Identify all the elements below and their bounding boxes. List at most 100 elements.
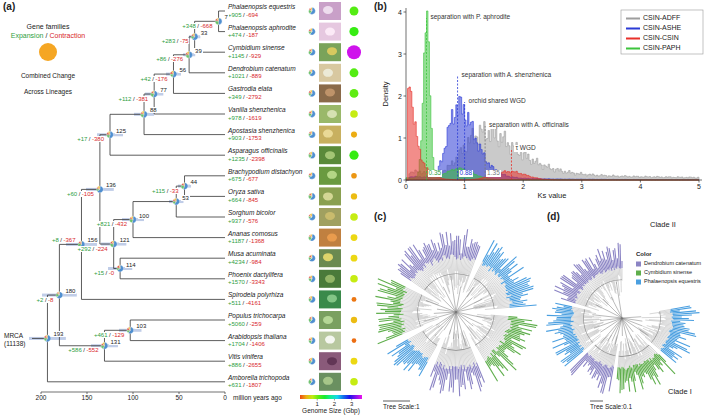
node-change: -276 <box>171 56 183 62</box>
species-name-group: Dendrobium catenatum <box>228 66 296 73</box>
tree-branch <box>561 298 576 303</box>
node-change-group: +821/-432 <box>96 221 128 227</box>
node-change: +348 <box>182 23 196 29</box>
tree-branch <box>582 286 607 306</box>
legend-swatch <box>636 262 641 267</box>
species-photo-detail <box>323 253 333 261</box>
tree-arc <box>474 278 495 309</box>
tree-branch <box>501 264 517 277</box>
tree-branch <box>498 304 510 306</box>
species-name-group: Amborella trichopoda <box>228 375 289 382</box>
species-name: Populus trichocarpa <box>228 313 285 320</box>
tree-branch <box>446 232 449 259</box>
scale-bar <box>590 401 603 402</box>
pie-slice <box>215 18 218 21</box>
tree-branch <box>619 268 620 276</box>
pie-slice <box>310 296 316 303</box>
tree-branch <box>670 334 686 339</box>
axis-tick-group: 200 <box>36 395 47 402</box>
tree-branch <box>672 316 682 317</box>
gene-count: -984 <box>250 259 262 265</box>
pie-chart <box>309 234 316 241</box>
pie-chart <box>309 131 316 138</box>
tree-branch <box>492 350 496 355</box>
tree-branch <box>405 287 439 303</box>
tree-branch <box>489 338 499 346</box>
pie-slice <box>310 234 312 237</box>
node-age-group: 33 <box>200 30 209 36</box>
pie-slice <box>97 186 103 193</box>
legend-box <box>621 10 703 54</box>
tree-branch <box>573 311 581 312</box>
tree-branch <box>437 260 443 275</box>
species-photo-detail <box>327 171 337 179</box>
node-age: 44 <box>191 179 198 185</box>
panel-letter: (d) <box>547 212 560 222</box>
pie-slice <box>128 327 130 330</box>
tree-branch <box>417 270 438 293</box>
pie-slice <box>310 152 312 155</box>
dashed-marker <box>426 18 427 180</box>
node-age-group: 136 <box>105 182 117 188</box>
node-change: / <box>89 136 91 142</box>
species-name: Gastrodia elata <box>228 86 272 93</box>
pie-slice <box>309 91 312 94</box>
node-age: 100 <box>139 213 149 219</box>
gene-count: +474 <box>228 32 242 38</box>
pie-chart <box>309 317 316 324</box>
tree-branch <box>455 257 456 271</box>
tree-branch <box>455 366 456 379</box>
gene-count: / <box>246 321 248 327</box>
species-photo <box>319 229 341 247</box>
tree-branch <box>104 330 130 331</box>
tree-branch <box>424 312 456 321</box>
tree-branch <box>104 361 225 362</box>
species-name-group: Phalaenopsis equestris <box>228 4 295 11</box>
node-change: -552 <box>86 347 98 353</box>
tree-branch <box>640 345 649 358</box>
tree-branch <box>456 236 457 260</box>
tree-branch <box>450 233 451 254</box>
species-photo-detail <box>325 212 335 220</box>
tree-branch <box>431 364 436 376</box>
species-photo-detail <box>327 294 337 302</box>
genome-size-dot <box>350 110 358 118</box>
tree-branch <box>130 340 225 341</box>
node-change: / <box>168 56 170 62</box>
gene-count: +664 <box>228 197 242 203</box>
tree-branch <box>133 237 225 238</box>
tree-branch <box>376 312 400 314</box>
tree-branch <box>399 315 428 318</box>
density-histogram <box>406 11 699 180</box>
tree-branch <box>452 254 454 290</box>
tree-branch <box>670 308 691 311</box>
tree-branch <box>81 299 225 300</box>
node-age: 39 <box>195 48 202 54</box>
node-change: -33 <box>170 188 179 194</box>
gene-count: -2398 <box>250 156 265 162</box>
tree-branch <box>463 369 465 389</box>
pie-chart <box>130 216 137 223</box>
tree-branch <box>391 280 405 287</box>
pie-slice <box>153 91 154 94</box>
pie-slice <box>311 255 312 258</box>
node-change: / <box>79 191 81 197</box>
species-photo-detail <box>327 47 337 55</box>
tree-branch <box>626 370 628 381</box>
legend-text: Phalaenopsis equestris <box>644 279 701 285</box>
tree-branch <box>404 296 421 301</box>
scale-label-group: Tree Scale:1 <box>383 404 420 411</box>
gene-count: / <box>243 176 245 182</box>
pie-chart <box>44 335 51 342</box>
tree-branch <box>485 307 510 309</box>
node-change: / <box>83 347 85 353</box>
tree-branch <box>622 318 634 342</box>
node-change: +86 <box>156 56 166 62</box>
legend-swatch <box>626 38 640 40</box>
tree-branch <box>610 365 612 377</box>
gene-count: +1570 <box>228 279 245 285</box>
tree-branch <box>443 261 449 285</box>
tree-branch <box>623 368 625 390</box>
scale-label: Tree Scale:1 <box>383 404 420 411</box>
tree-branch <box>627 368 629 391</box>
